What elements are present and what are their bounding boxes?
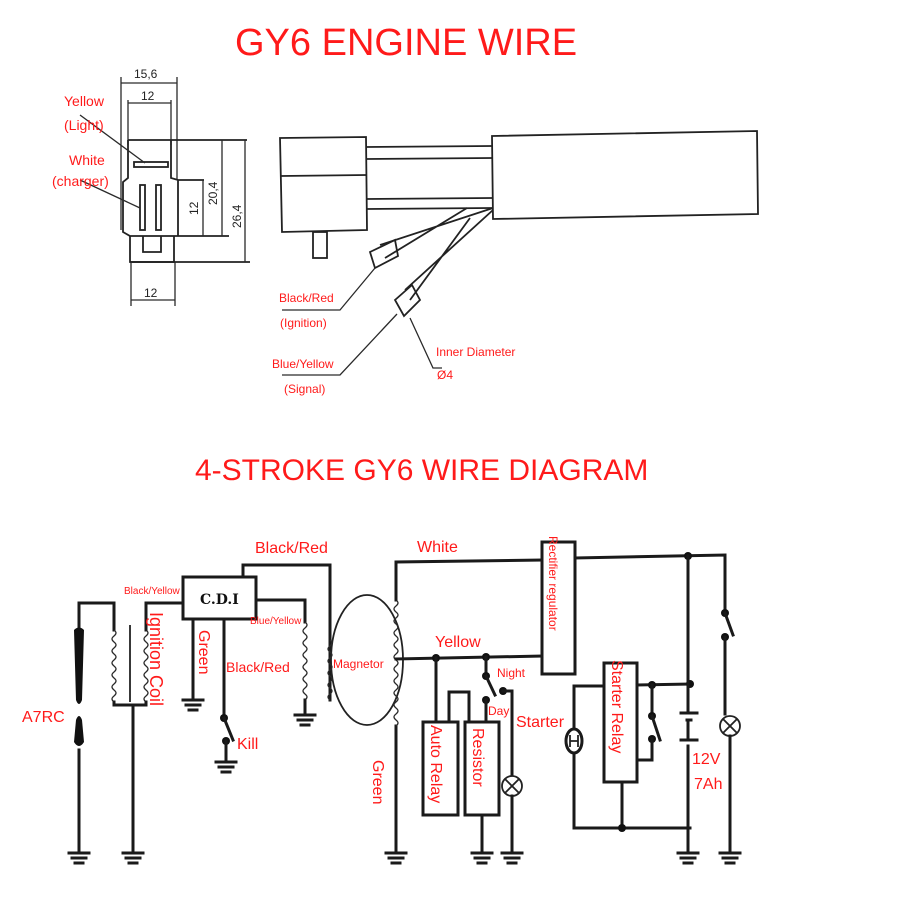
wire-headlight <box>501 689 514 777</box>
label-diameter-value: Ø4 <box>437 368 453 382</box>
leader-black-red <box>282 267 376 311</box>
connector-slot-white <box>139 184 146 231</box>
leader-yellow <box>79 114 146 164</box>
wire-coil-ground <box>112 700 148 855</box>
label-yellow-light: (Light) <box>64 117 104 133</box>
rectifier-regulator-box <box>540 540 577 676</box>
wire-starter-ground <box>572 751 692 830</box>
wire-black-red-top <box>241 563 332 702</box>
connector-drawing: 15,6 12 12 20,4 26,4 12 <box>79 67 250 306</box>
wire-battery-positive <box>573 553 727 615</box>
ground-symbols <box>67 698 742 865</box>
connector-slot-yellow <box>133 161 169 168</box>
ground-icon <box>470 851 494 865</box>
leader-inner-diameter <box>409 317 442 369</box>
terminal-blue-yellow <box>393 283 422 318</box>
connector-body <box>122 139 247 237</box>
cdi-label: C.D.I <box>200 592 239 608</box>
auto-relay-box <box>421 720 460 817</box>
label-white-wire: White <box>417 539 458 556</box>
harness-plug <box>279 136 368 233</box>
dim-total-height: 26,4 <box>230 204 244 228</box>
ground-icon <box>121 851 145 865</box>
ignition-coil-primary-icon <box>111 629 117 703</box>
connector-latch <box>129 236 175 263</box>
harness-plug-tab <box>312 231 328 259</box>
leader-blue-yellow <box>282 313 398 376</box>
terminal-black-red <box>368 238 400 270</box>
label-black-red-kill-wire: Black/Red <box>226 659 290 675</box>
wire-black-red <box>379 207 494 259</box>
dim-inner-width: 12 <box>141 89 155 103</box>
leader-white <box>79 179 141 209</box>
label-auto-relay: Auto Relay <box>427 725 444 803</box>
wire-spark-plug <box>77 601 116 855</box>
label-rectifier: Rectifier regulator <box>546 536 560 631</box>
dim-pin-height: 12 <box>187 201 201 215</box>
label-spark-plug: A7RC <box>22 709 65 726</box>
wire-relay-supply <box>635 682 692 687</box>
label-day: Day <box>488 704 509 718</box>
spark-plug-icon <box>74 627 84 746</box>
label-starter-relay: Starter Relay <box>608 660 625 753</box>
label-battery-voltage: 12V <box>692 751 721 768</box>
cdi-box <box>181 575 258 621</box>
label-yellow-wire: Yellow <box>435 634 481 651</box>
magneto-coil-left-icon <box>327 639 333 701</box>
wire-black-yellow <box>144 601 185 632</box>
label-yellow: Yellow <box>64 93 105 109</box>
label-inner-diameter: Inner Diameter <box>436 345 515 359</box>
label-white: White <box>69 152 105 168</box>
magneto-coil-right-icon <box>393 599 399 727</box>
label-signal: (Signal) <box>284 382 325 396</box>
label-black-red: Black/Red <box>279 291 334 305</box>
ground-icon <box>676 851 700 865</box>
ground-icon <box>500 851 524 865</box>
wire-relay-resistor <box>447 690 471 724</box>
night-day-switch-icon <box>484 674 497 697</box>
ignition-switch-icon <box>723 611 735 637</box>
wire-yellow <box>394 654 544 661</box>
label-starter: Starter <box>516 714 565 731</box>
schematic: C.D.I <box>74 540 741 855</box>
wire-starter-motor <box>572 684 606 730</box>
label-green-cdi-wire: Green <box>195 630 212 674</box>
ground-icon <box>67 851 91 865</box>
ground-icon <box>214 760 238 774</box>
label-blue-yellow: Blue/Yellow <box>272 357 334 371</box>
ground-icon <box>718 851 742 865</box>
label-black-yellow-wire: Black/Yellow <box>124 586 181 597</box>
label-black-red-top-wire: Black/Red <box>255 540 328 557</box>
label-night: Night <box>497 666 526 680</box>
wire-blue-yellow <box>404 209 494 301</box>
ignition-coil-secondary-icon <box>143 629 149 703</box>
pickup-coil-icon <box>302 621 308 701</box>
label-battery-capacity: 7Ah <box>694 776 722 793</box>
label-magneto: Magnetor <box>333 657 384 671</box>
connector-slot <box>155 184 162 231</box>
harness-drawing <box>279 130 759 376</box>
title-engine-wire: GY6 ENGINE WIRE <box>235 22 577 64</box>
ground-icon <box>384 851 408 865</box>
label-ignition-coil: Ignition Coil <box>146 612 166 706</box>
starter-button-icon <box>650 714 662 742</box>
wire-blue-yellow <box>254 598 307 624</box>
ground-icon <box>293 713 317 727</box>
label-white-charger: (charger) <box>52 173 109 189</box>
label-blue-yellow-wire: Blue/Yellow <box>250 616 302 627</box>
dim-body-height: 20,4 <box>206 181 220 205</box>
ground-icon <box>181 698 205 712</box>
kill-switch-icon <box>222 716 235 742</box>
wire-white <box>394 558 544 602</box>
dim-bottom-width: 12 <box>144 286 158 300</box>
label-green-magneto-wire: Green <box>369 760 386 804</box>
label-ignition: (Ignition) <box>280 316 327 330</box>
title-wire-diagram: 4-STROKE GY6 WIRE DIAGRAM <box>195 454 648 487</box>
harness-sleeve <box>491 130 759 220</box>
label-resistor: Resistor <box>469 728 486 787</box>
label-kill-switch: Kill <box>237 736 258 753</box>
harness-wire <box>365 145 493 148</box>
dim-outer-width: 15,6 <box>134 67 158 81</box>
